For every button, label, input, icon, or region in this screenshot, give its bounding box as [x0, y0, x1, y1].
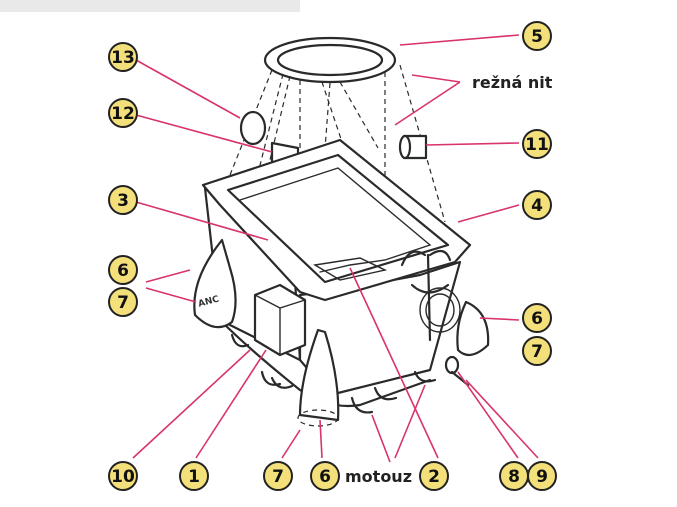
svg-text:12: 12 — [111, 104, 135, 124]
svg-text:6: 6 — [531, 309, 543, 329]
svg-text:6: 6 — [117, 261, 129, 281]
callout-13: 13 — [109, 43, 137, 71]
svg-text:10: 10 — [111, 467, 135, 487]
callout-5: 5 — [523, 22, 551, 50]
callout-9: 9 — [528, 462, 556, 490]
svg-text:8: 8 — [508, 467, 520, 487]
svg-text:13: 13 — [111, 48, 135, 68]
callout-2: 2 — [420, 462, 448, 490]
callout-6-bottom: 6 — [311, 462, 339, 490]
svg-text:3: 3 — [117, 191, 129, 211]
callout-7-right: 7 — [523, 337, 551, 365]
callout-10: 10 — [109, 462, 137, 490]
item-10-box — [255, 285, 305, 355]
callout-8: 8 — [500, 462, 528, 490]
svg-text:2: 2 — [428, 467, 440, 487]
svg-text:9: 9 — [536, 467, 548, 487]
scan-edge — [0, 0, 300, 12]
svg-text:1: 1 — [188, 467, 200, 487]
callout-11: 11 — [523, 130, 551, 158]
svg-text:5: 5 — [531, 27, 543, 47]
callout-7-left: 7 — [109, 288, 137, 316]
callout-3: 3 — [109, 186, 137, 214]
callout-1: 1 — [180, 462, 208, 490]
callout-7-bottom: 7 — [264, 462, 292, 490]
item-6-sandbag-right — [457, 302, 488, 355]
svg-text:6: 6 — [319, 467, 331, 487]
svg-text:4: 4 — [531, 196, 543, 216]
svg-text:7: 7 — [117, 293, 129, 313]
item-13-disc — [241, 112, 265, 144]
svg-text:7: 7 — [272, 467, 284, 487]
label-motouz: motouz — [345, 467, 412, 486]
callout-4: 4 — [523, 191, 551, 219]
callout-6-right: 6 — [523, 304, 551, 332]
callout-12: 12 — [109, 99, 137, 127]
item-11-cylinder — [400, 136, 426, 158]
callout-6-left: 6 — [109, 256, 137, 284]
svg-text:11: 11 — [525, 135, 549, 155]
label-rezna-nit: režná nit — [472, 73, 553, 92]
svg-text:7: 7 — [531, 342, 543, 362]
top-ring-inner — [278, 45, 382, 75]
